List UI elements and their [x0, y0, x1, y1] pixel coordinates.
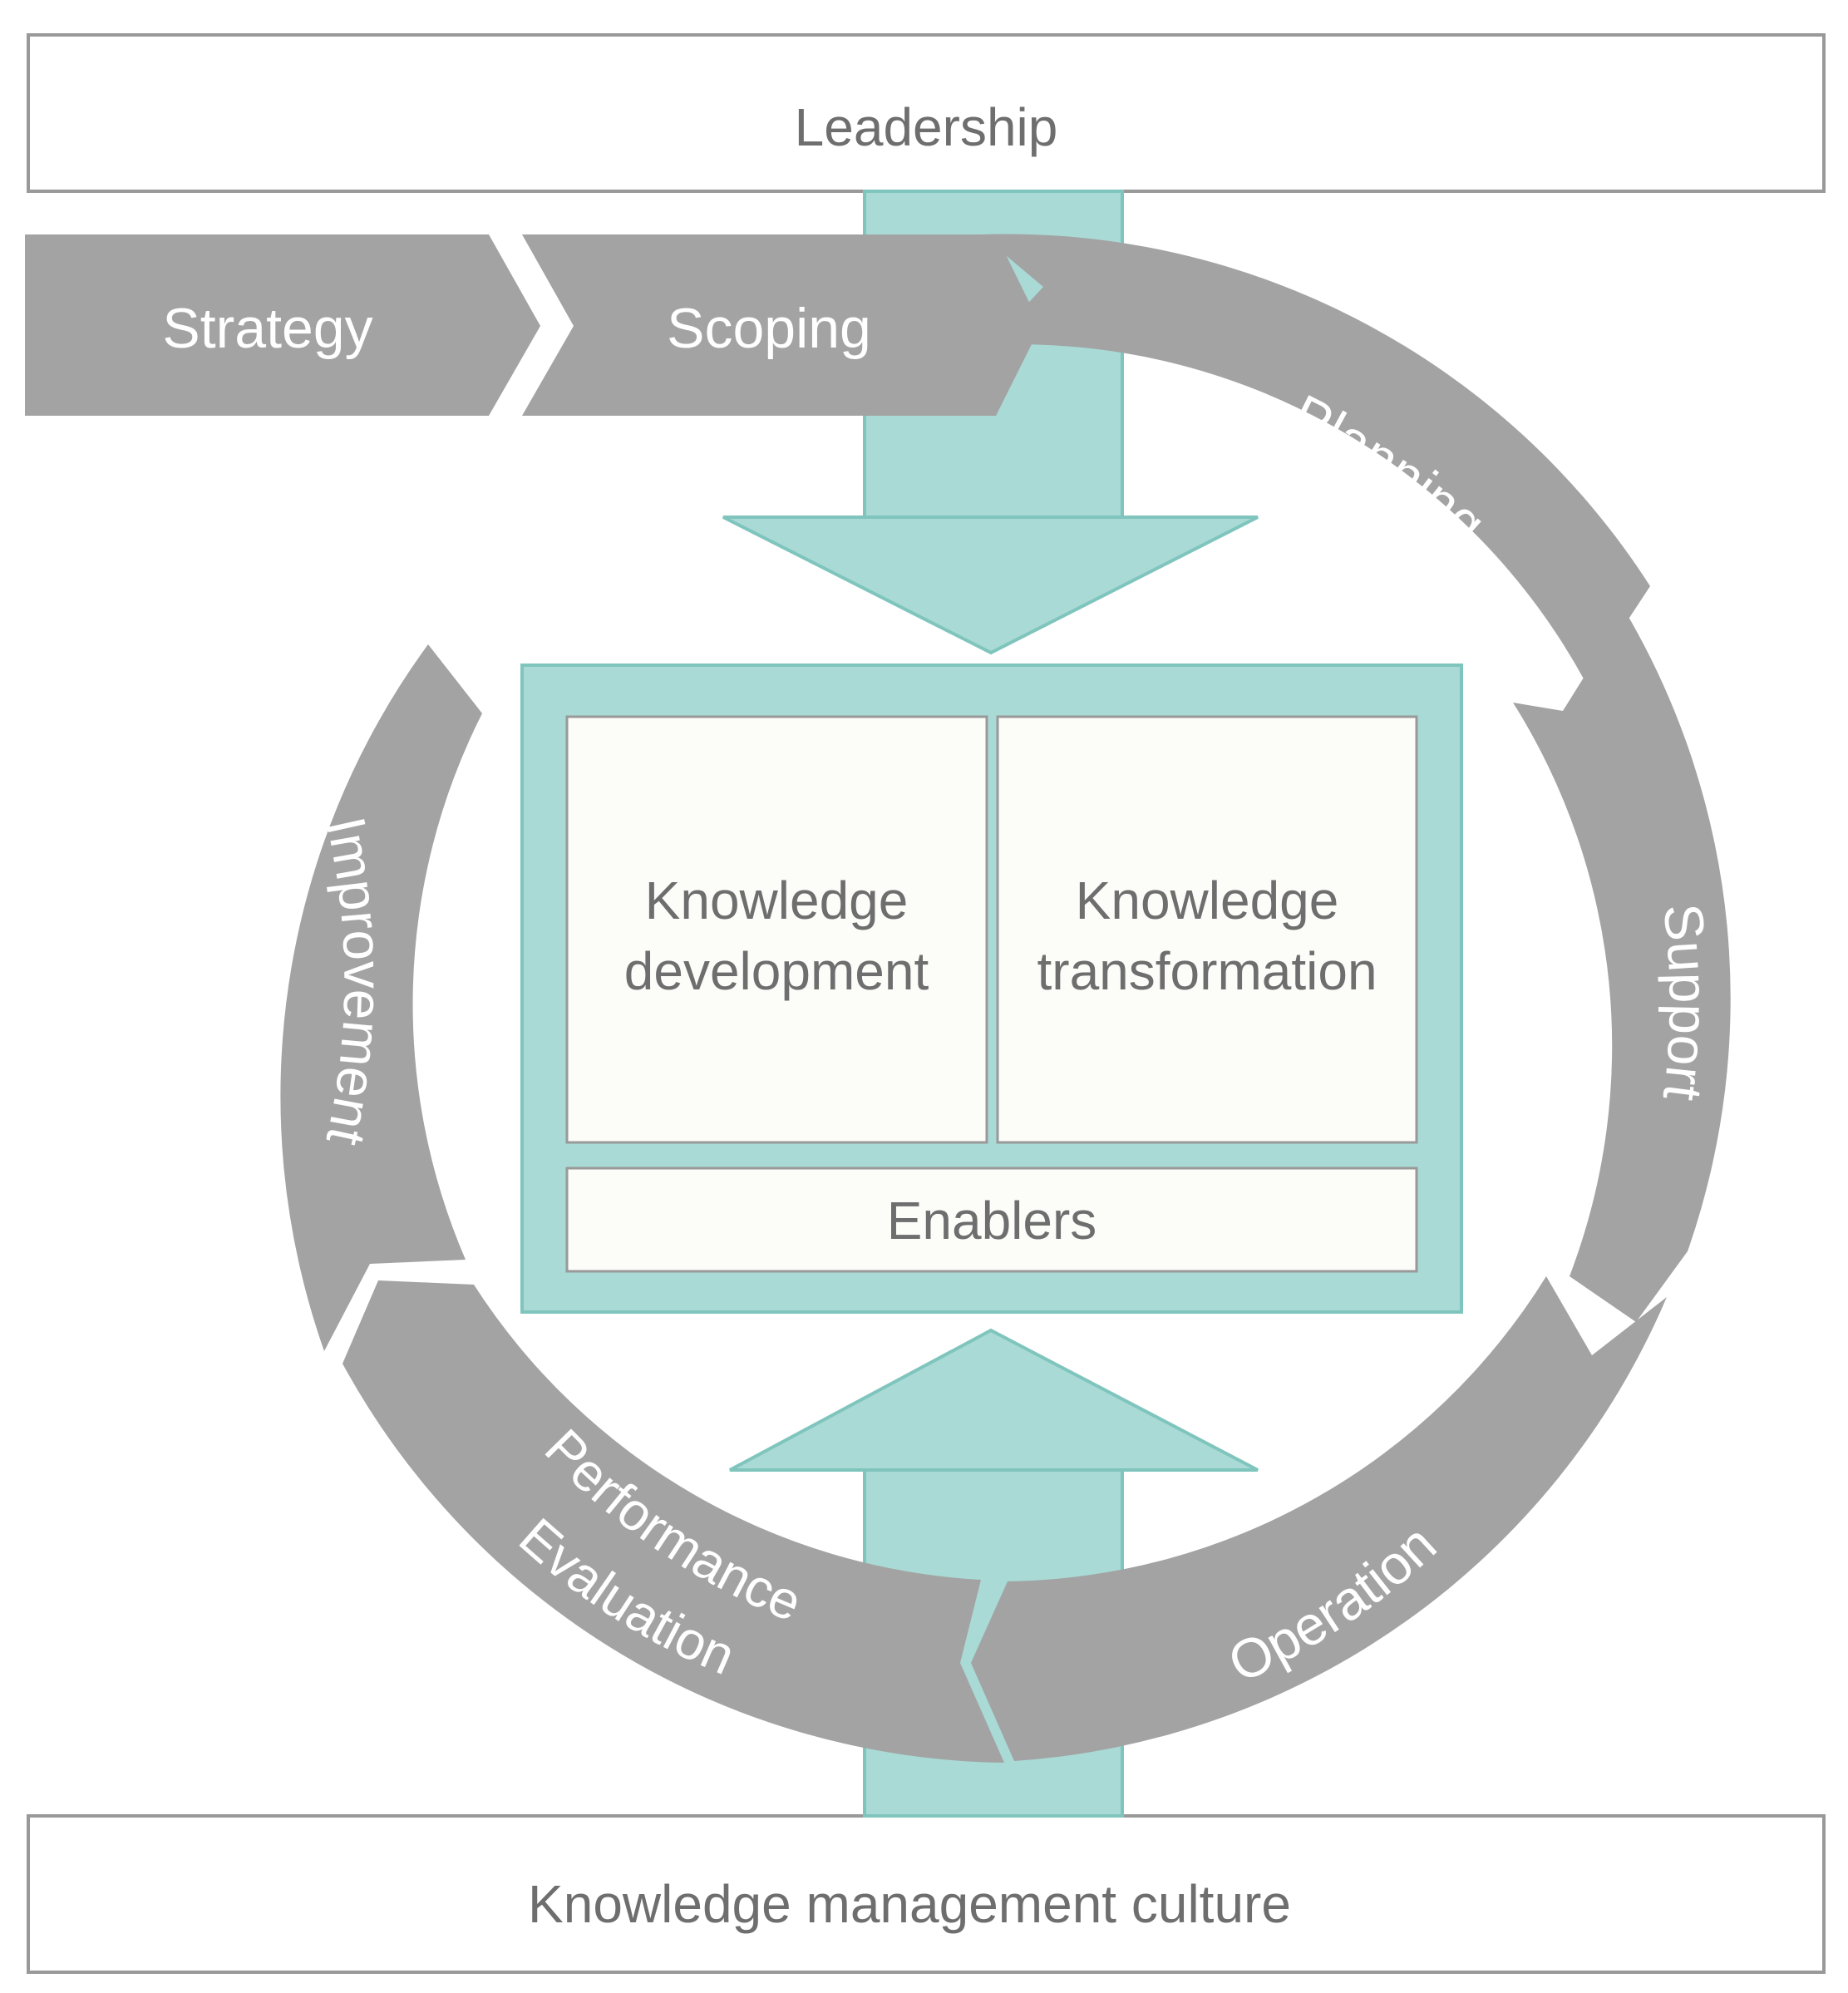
cycle-segment-planning [981, 234, 1650, 683]
knowledge-development-line1: Knowledge [645, 871, 909, 930]
cycle-segment-improvement [280, 644, 482, 1351]
leadership-bar [27, 33, 1826, 193]
knowledge-transformation-line2: transformation [1037, 941, 1377, 1001]
core-panel-knowledge-transformation [996, 715, 1418, 1144]
knowledge-transformation-line1: Knowledge [1076, 871, 1339, 930]
enablers-label: Enablers [887, 1191, 1097, 1251]
up-arrow [729, 1328, 1259, 1472]
strategy-label: Strategy [162, 297, 372, 360]
support-label: Support [1652, 900, 1720, 1104]
chevron-scoping [522, 234, 1041, 416]
knowledge-development-line2: development [624, 941, 929, 1001]
culture-bar [27, 1814, 1826, 1974]
culture-label: Knowledge management culture [528, 1874, 1291, 1934]
cycle-segment-support [1513, 611, 1731, 1322]
chevron-strategy [25, 234, 540, 416]
scoping-label: Scoping [667, 297, 871, 360]
leadership-label: Leadership [795, 97, 1058, 157]
core-panel-knowledge-development [565, 715, 988, 1144]
core-panel-enablers [565, 1167, 1418, 1273]
cycle-segment-performance-evaluation [342, 1280, 1004, 1763]
cycle-segment-operation [971, 1276, 1667, 1761]
down-arrow [722, 516, 1259, 655]
